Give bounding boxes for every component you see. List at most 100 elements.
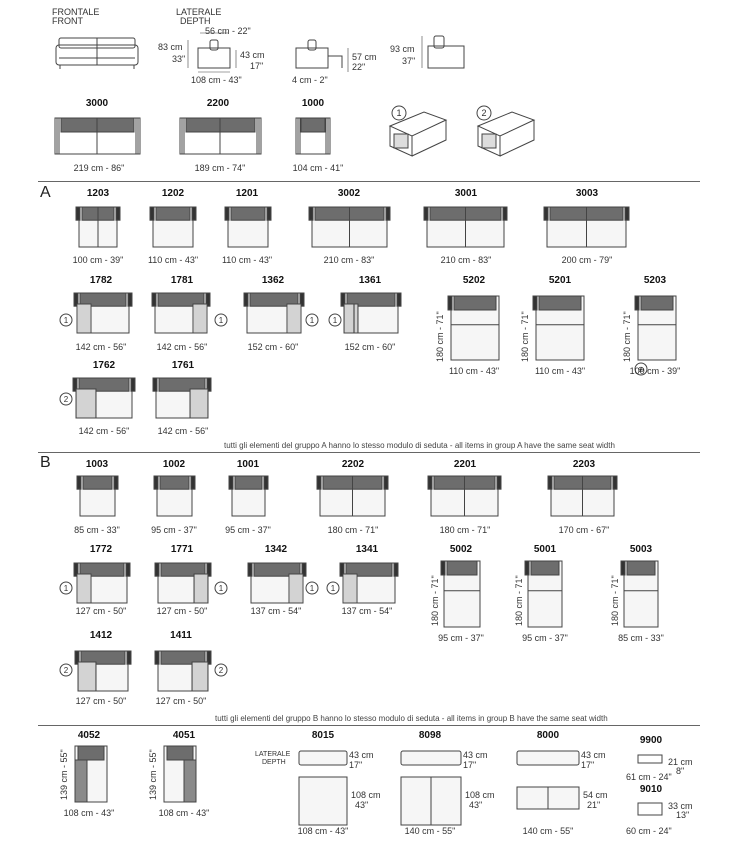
module-dim: 210 cm - 83" xyxy=(323,255,375,265)
module-code: 9900 xyxy=(639,735,663,746)
small-table-9010-drawing xyxy=(637,802,663,816)
side-label: LATERALE xyxy=(176,7,222,17)
bottom-side-label-en: DEPTH xyxy=(262,759,286,766)
bottom-side-label: LATERALE xyxy=(255,751,291,758)
ottoman-depth: 108 cm xyxy=(465,790,495,800)
module-code: 8098 xyxy=(418,730,442,741)
module-dim: 61 cm - 24" xyxy=(626,772,672,782)
module-dim: 152 cm - 60" xyxy=(344,342,396,352)
module-code: 1000 xyxy=(301,98,325,109)
section-letter-b: B xyxy=(40,454,51,471)
module-dim: 108 cm - 43" xyxy=(297,826,349,836)
wood-side xyxy=(288,573,304,604)
module-1003-drawing xyxy=(76,475,119,517)
accessory-icon: ⊕ xyxy=(634,362,648,376)
chaise-length: 180 cm - 71" xyxy=(430,575,440,626)
headrest-side-drawing xyxy=(421,35,465,69)
wood-side xyxy=(76,573,92,604)
module-1001-drawing xyxy=(228,475,269,517)
chaise-5201-drawing xyxy=(532,295,585,361)
module-dim: 137 cm - 54" xyxy=(250,606,302,616)
module-dim: 142 cm - 56" xyxy=(156,342,208,352)
seat-in: 17" xyxy=(250,61,264,71)
module-code: 8015 xyxy=(311,730,335,741)
svg-text:1: 1 xyxy=(310,316,315,325)
ottoman-depth-in: 43" xyxy=(469,800,483,810)
module-code: 5202 xyxy=(462,275,486,286)
module-dim: 137 cm - 54" xyxy=(341,606,393,616)
module-dim: 170 cm - 67" xyxy=(558,525,610,535)
module-dim: 180 cm - 71" xyxy=(327,525,379,535)
wood-side xyxy=(193,573,209,604)
chaise-length: 180 cm - 71" xyxy=(520,311,530,362)
module-2203-drawing xyxy=(547,475,618,517)
module-code: 5002 xyxy=(449,544,473,555)
module-1002-drawing xyxy=(153,475,196,517)
head-height-in: 37" xyxy=(402,56,416,66)
corner-4051-drawing xyxy=(163,745,197,803)
chaise-5002-drawing xyxy=(440,560,481,628)
module-dim: 152 cm - 60" xyxy=(247,342,299,352)
ottoman-height: 43 cm xyxy=(463,750,488,760)
module-code: 1412 xyxy=(89,630,113,641)
ottoman-8015-drawing xyxy=(298,750,348,826)
module-dim: 142 cm - 56" xyxy=(78,426,130,436)
group-b-note: tutti gli elementi del gruppo B hanno lo… xyxy=(215,714,608,723)
module-3001-drawing xyxy=(423,206,508,248)
module-3002-drawing xyxy=(308,206,391,248)
module-code: 3001 xyxy=(454,188,478,199)
module-dim: 110 cm - 43" xyxy=(221,255,273,265)
bottom-drawings xyxy=(74,745,663,826)
svg-text:2: 2 xyxy=(64,666,69,675)
module-dim: 85 cm - 33" xyxy=(618,633,664,643)
module-code: 1342 xyxy=(264,544,288,555)
ottoman-8098-drawing xyxy=(400,750,462,826)
corner-length: 139 cm - 55" xyxy=(148,749,158,800)
front-label: FRONTALE xyxy=(52,7,100,17)
module-code: 1201 xyxy=(235,188,259,199)
module-code: 8000 xyxy=(536,730,560,741)
mechanism-label: 4 cm - 2" xyxy=(292,75,328,85)
module-code: 1761 xyxy=(171,360,195,371)
storage-marker: 2 xyxy=(481,108,487,118)
wood-side xyxy=(189,388,209,419)
module-code: 9010 xyxy=(639,784,663,795)
group-a-note: tutti gli elementi del gruppo A hanno lo… xyxy=(224,441,615,450)
side-view-drawing xyxy=(187,32,237,73)
svg-text:2: 2 xyxy=(64,395,69,404)
svg-text:1: 1 xyxy=(331,584,336,593)
module-dim: 110 cm - 43" xyxy=(147,255,199,265)
ottoman-depth-in: 21" xyxy=(587,800,601,810)
module-dim: 180 cm - 71" xyxy=(439,525,491,535)
module-dim: 108 cm - 43" xyxy=(63,808,115,818)
marker-circle: 2 xyxy=(59,663,73,677)
side-label-en: DEPTH xyxy=(180,16,211,26)
chaise-length: 180 cm - 71" xyxy=(622,311,632,362)
mech-height-cm: 57 cm xyxy=(352,52,377,62)
corner-length: 139 cm - 55" xyxy=(59,749,69,800)
module-dim: 104 cm - 41" xyxy=(292,163,344,173)
module-dim: 110 cm - 43" xyxy=(448,366,500,376)
mech-height-in: 22" xyxy=(352,62,366,72)
corner-4052-drawing xyxy=(74,745,108,803)
small-table-9900-drawing xyxy=(637,754,663,764)
module-code: 1341 xyxy=(355,544,379,555)
head-height-cm: 93 cm xyxy=(390,44,415,54)
module-dim: 110 cm - 43" xyxy=(534,366,586,376)
marker-circle: 1 xyxy=(214,581,228,595)
module-dim: 200 cm - 79" xyxy=(561,255,613,265)
storage-marker: 1 xyxy=(396,108,402,118)
module-dim: 127 cm - 50" xyxy=(155,696,207,706)
wood-side xyxy=(191,661,209,692)
wood-side xyxy=(286,303,302,334)
module-1201-drawing xyxy=(224,206,272,248)
module-code: 1203 xyxy=(86,188,110,199)
module-code: 5003 xyxy=(629,544,653,555)
chaise-length: 180 cm - 71" xyxy=(514,575,524,626)
wood-side xyxy=(192,303,208,334)
module-dim: 95 cm - 37" xyxy=(225,525,271,535)
module-1203-drawing xyxy=(75,206,121,248)
small-height: 21 cm xyxy=(668,757,693,767)
module-dim: 210 cm - 83" xyxy=(440,255,492,265)
